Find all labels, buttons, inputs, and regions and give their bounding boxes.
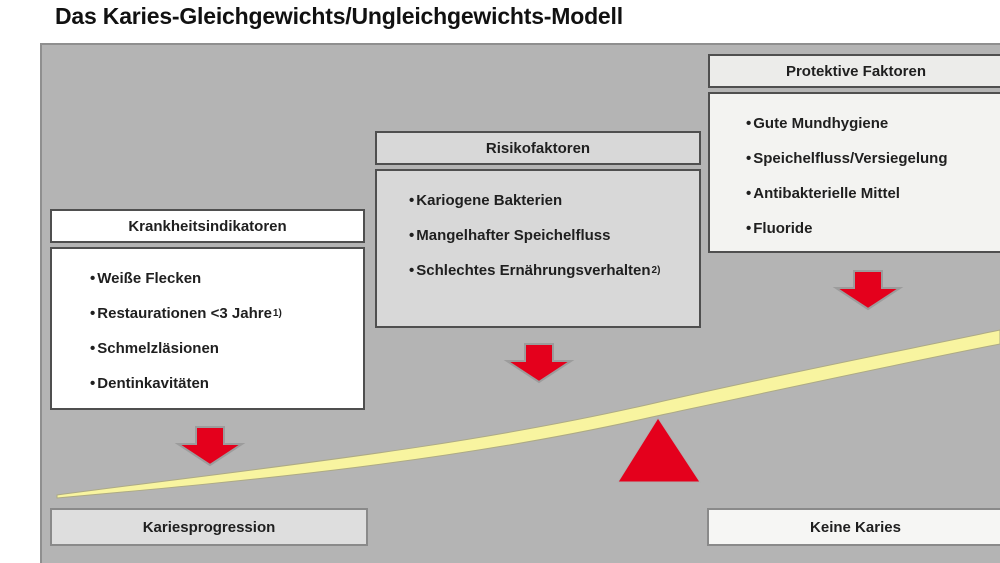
header-label: Krankheitsindikatoren [128, 217, 287, 235]
item-label: Dentinkavitäten [97, 375, 209, 392]
list-item: •Fluoride [746, 211, 998, 246]
bullet-icon: • [746, 150, 752, 167]
list-item: •Dentinkavitäten [90, 366, 359, 401]
item-label: Antibakterielle Mittel [753, 185, 900, 202]
bullet-icon: • [90, 305, 96, 322]
list-item: •Gute Mundhygiene [746, 106, 998, 141]
bullet-icon: • [90, 270, 96, 287]
header-risikofaktoren: Risikofaktoren [375, 131, 701, 165]
item-label: Weiße Flecken [97, 270, 202, 287]
item-label: Gute Mundhygiene [753, 115, 889, 132]
list-item: •Speichelfluss/Versiegelung [746, 141, 998, 176]
outcome-label: Kariesprogression [142, 518, 276, 536]
page-title: Das Karies-Gleichgewichts/Ungleichgewich… [55, 3, 623, 29]
outcome-kariesprogression: Kariesprogression [50, 508, 368, 546]
bullet-icon: • [409, 227, 415, 244]
item-label: Mangelhafter Speichelfluss [416, 227, 611, 244]
item-label: Schlechtes Ernährungsverhalten [416, 262, 651, 279]
body-risikofaktoren: •Kariogene Bakterien •Mangelhafter Speic… [375, 169, 701, 328]
item-label: Restaurationen <3 Jahre [97, 305, 272, 322]
header-label: Protektive Faktoren [785, 62, 927, 80]
list-item: •Weiße Flecken [90, 261, 359, 296]
bullet-icon: • [409, 262, 415, 279]
item-label: Kariogene Bakterien [416, 192, 563, 209]
list-item: •Schmelzläsionen [90, 331, 359, 366]
list-item: •Antibakterielle Mittel [746, 176, 998, 211]
bullet-icon: • [746, 220, 752, 237]
bullet-icon: • [409, 192, 415, 209]
bullet-icon: • [90, 375, 96, 392]
header-label: Risikofaktoren [485, 139, 591, 157]
bullet-icon: • [746, 185, 752, 202]
header-protektive-faktoren: Protektive Faktoren [708, 54, 1000, 88]
bullet-icon: • [90, 340, 96, 357]
list-item: •Kariogene Bakterien [409, 183, 695, 218]
body-protektive-faktoren: •Gute Mundhygiene •Speichelfluss/Versieg… [708, 92, 1000, 253]
item-label: Schmelzläsionen [97, 340, 219, 357]
bullet-icon: • [746, 115, 752, 132]
list-item: •Mangelhafter Speichelfluss [409, 218, 695, 253]
outcome-keine-karies: Keine Karies [707, 508, 1000, 546]
item-label: Speichelfluss/Versiegelung [753, 150, 948, 167]
header-krankheitsindikatoren: Krankheitsindikatoren [50, 209, 365, 243]
item-label: Fluoride [753, 220, 813, 237]
outcome-label: Keine Karies [810, 518, 901, 536]
